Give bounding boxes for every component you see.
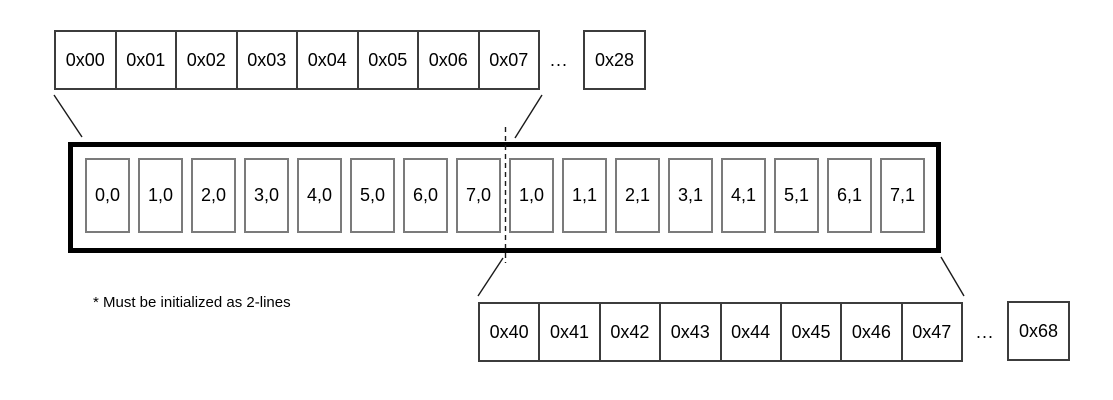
ellipsis-top: ... <box>549 49 568 70</box>
buffer-cell: 7,0 <box>456 158 501 233</box>
address-cell: 0x02 <box>177 32 238 88</box>
footnote: * Must be initialized as 2-lines <box>93 294 291 311</box>
top-address-tail-cell: 0x28 <box>583 30 646 90</box>
address-cell: 0x01 <box>117 32 177 88</box>
address-cell: 0x42 <box>601 304 662 360</box>
address-cell: 0x00 <box>56 32 117 88</box>
address-cell: 0x40 <box>480 304 541 360</box>
buffer-cell: 6,1 <box>827 158 872 233</box>
top-address-row: 0x00 0x01 0x02 0x03 0x04 0x05 0x06 0x07 <box>54 30 540 90</box>
connector-bottom-left-line <box>477 257 504 297</box>
address-cell: 0x47 <box>912 321 952 342</box>
address-cell: 0x44 <box>722 304 782 360</box>
buffer-cell: 3,1 <box>668 158 713 233</box>
buffer-cell: 6,0 <box>403 158 448 233</box>
buffer-cell: 0,0 <box>85 158 130 233</box>
address-cell: 0x03 <box>238 32 298 88</box>
address-cell: 0x04 <box>298 32 359 88</box>
connector-bottom-right-line <box>940 256 965 297</box>
buffer-cell: 7,1 <box>880 158 925 233</box>
buffer-cell: 5,0 <box>350 158 395 233</box>
two-line-buffer: 0,0 1,0 2,0 3,0 4,0 5,0 6,0 7,0 1,0 1,1 … <box>68 142 941 253</box>
buffer-cell: 1,0 <box>138 158 183 233</box>
address-cell: 0x46 <box>842 304 903 360</box>
ellipsis-bottom: ... <box>975 321 994 342</box>
address-cell: 0x43 <box>661 304 722 360</box>
buffer-cell: 1,0 <box>509 158 554 233</box>
buffer-cell: 2,1 <box>615 158 660 233</box>
buffer-cell: 4,0 <box>297 158 342 233</box>
address-cell: 0x45 <box>782 304 843 360</box>
buffer-cell: 1,1 <box>562 158 607 233</box>
address-cell: 0x41 <box>540 304 601 360</box>
buffer-cell: 4,1 <box>721 158 766 233</box>
address-cell: 0x05 <box>359 32 419 88</box>
connector-top-left-line <box>53 94 83 138</box>
buffer-cell: 3,0 <box>244 158 289 233</box>
buffer-cell: 2,0 <box>191 158 236 233</box>
address-cell: 0x07 <box>489 49 529 70</box>
connector-top-right-line <box>514 94 543 139</box>
bottom-address-row: 0x40 0x41 0x42 0x43 0x44 0x45 0x46 0x47 <box>478 302 963 362</box>
buffer-cell: 5,1 <box>774 158 819 233</box>
address-cell: 0x06 <box>419 32 480 88</box>
bottom-address-tail-cell: 0x68 <box>1007 301 1070 361</box>
